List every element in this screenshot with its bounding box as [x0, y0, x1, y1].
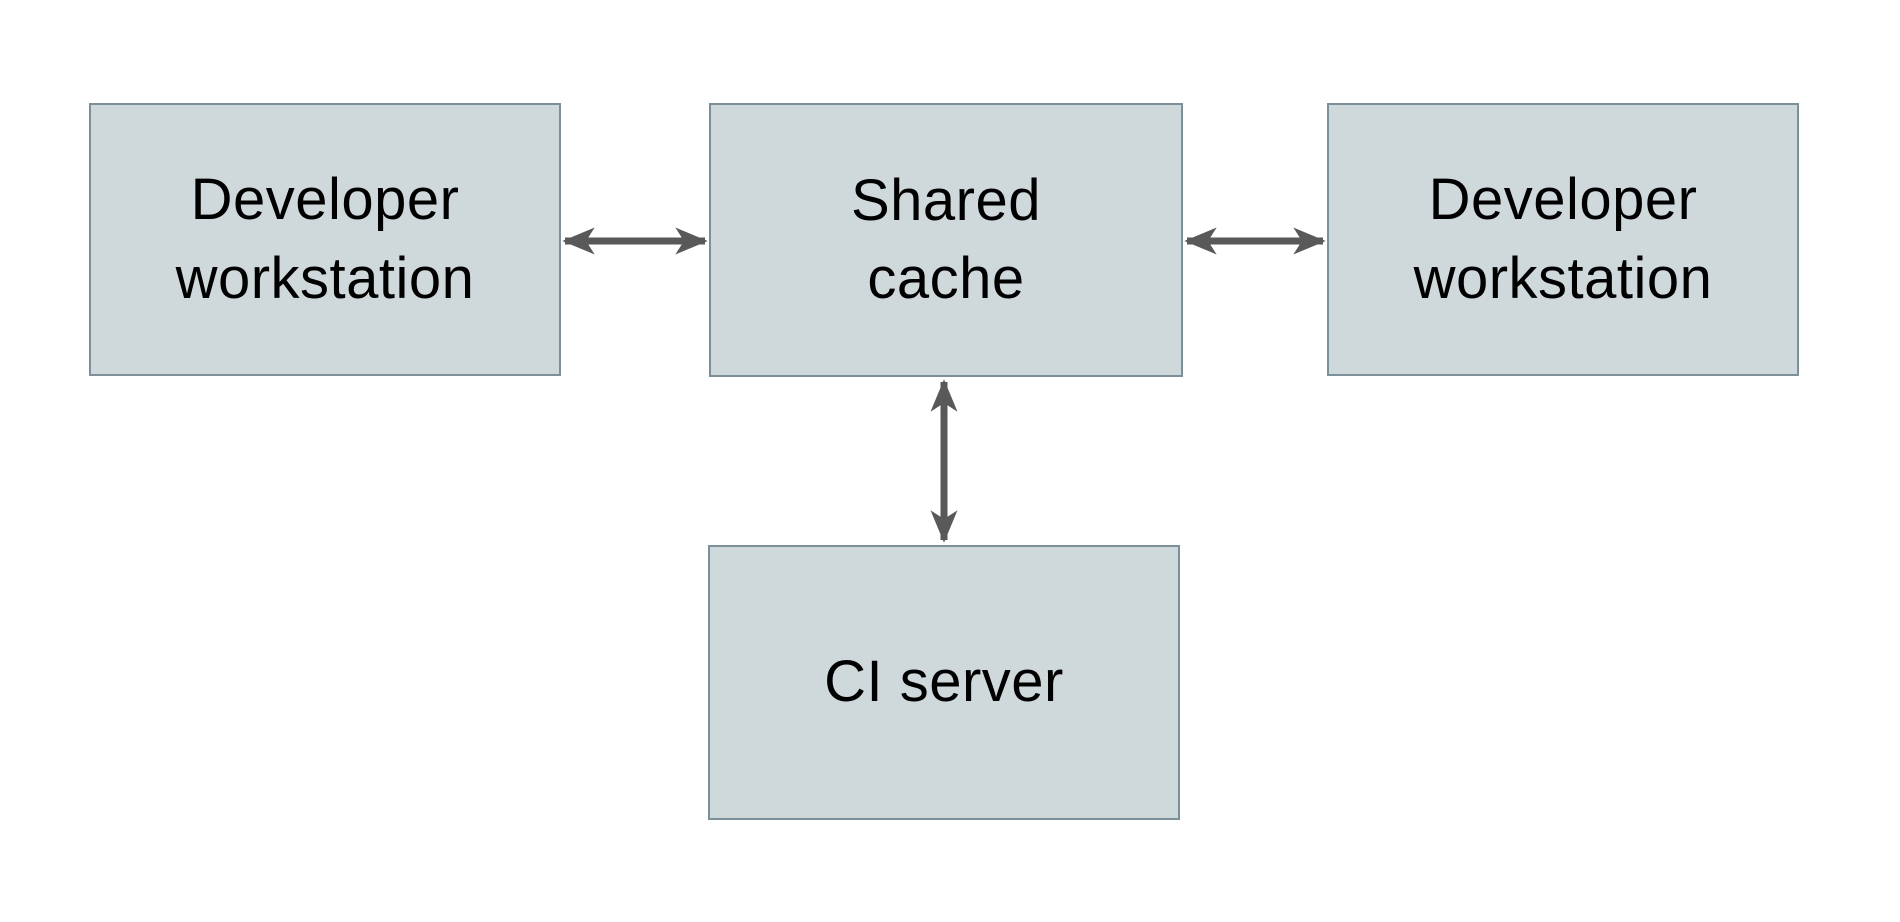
node-shared-cache-label: Shared cache: [850, 167, 1042, 311]
node-ci-server: CI server: [708, 545, 1180, 820]
node-shared-cache: Shared cache: [709, 103, 1183, 377]
node-developer-workstation-left: Developer workstation: [89, 103, 561, 376]
node-ci-server-label: CI server: [824, 649, 1064, 715]
node-developer-workstation-right-label: Developer workstation: [1413, 167, 1713, 311]
node-developer-workstation-left-label: Developer workstation: [175, 167, 475, 311]
node-developer-workstation-right: Developer workstation: [1327, 103, 1799, 376]
